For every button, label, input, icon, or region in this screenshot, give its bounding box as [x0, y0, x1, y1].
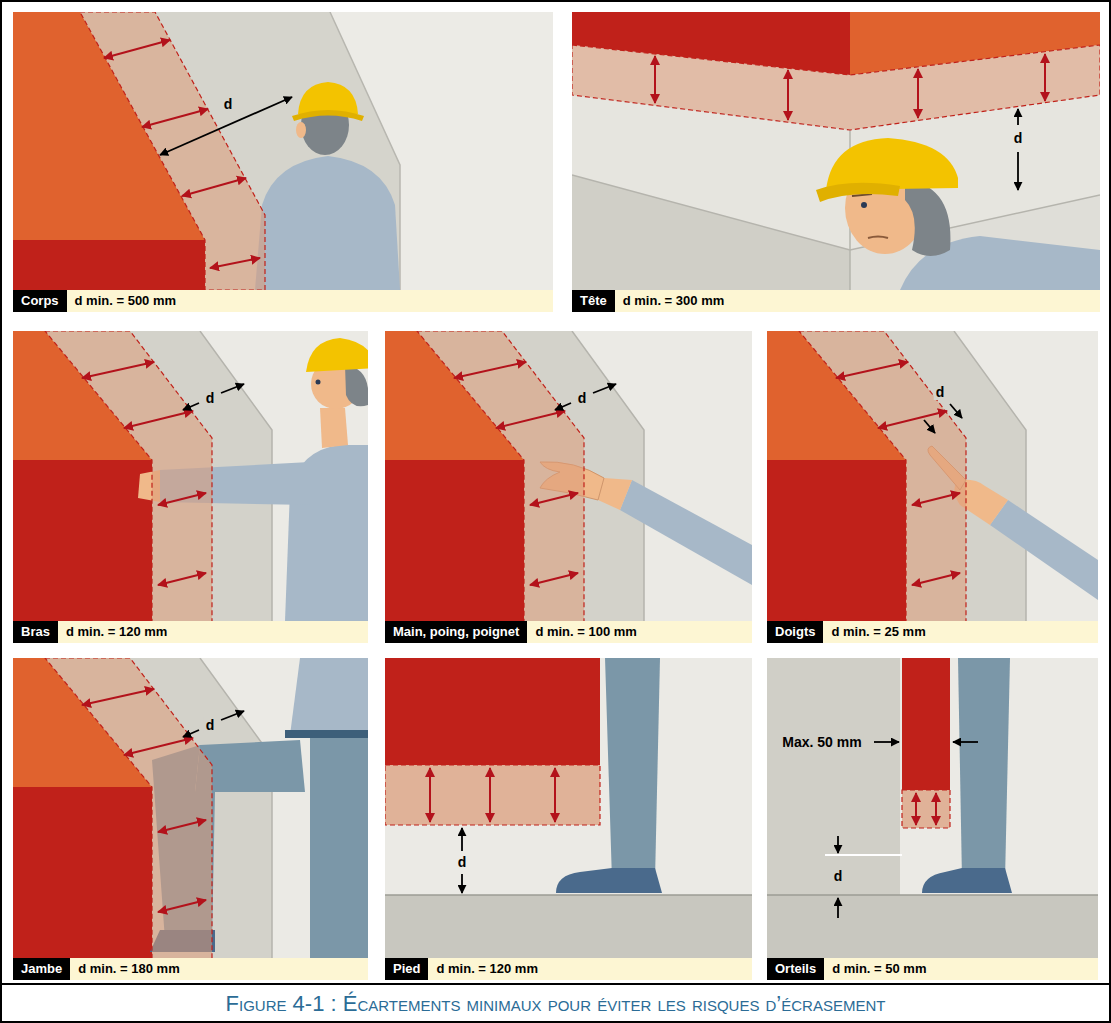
dimension-label: Max. 50 mm: [780, 734, 863, 750]
minimum-gap: d min. = 120 mm: [428, 958, 546, 980]
body-part-tag: Corps: [13, 290, 67, 312]
body-part-tag: Tête: [572, 290, 615, 312]
distance-symbol: d: [222, 96, 235, 112]
caption-band: Têted min. = 300 mm: [572, 290, 1100, 312]
distance-symbol: d: [576, 390, 589, 406]
minimum-gap: d min. = 180 mm: [70, 958, 188, 980]
body-part-tag: Jambe: [13, 958, 70, 980]
figure-caption: Figure 4-1 : Écartements minimaux pour é…: [0, 985, 1111, 1023]
body-part-tag: Main, poing, poignet: [385, 621, 527, 643]
distance-symbol: d: [832, 868, 845, 884]
caption-band: Brasd min. = 120 mm: [13, 621, 368, 643]
distance-symbol: d: [204, 390, 217, 406]
minimum-gap: d min. = 300 mm: [615, 290, 733, 312]
caption-band: Main, poing, poignetd min. = 100 mm: [385, 621, 752, 643]
minimum-gap: d min. = 50 mm: [824, 958, 934, 980]
distance-symbol: d: [204, 717, 217, 733]
body-part-tag: Bras: [13, 621, 58, 643]
caption-band: Corpsd min. = 500 mm: [13, 290, 553, 312]
minimum-gap: d min. = 25 mm: [823, 621, 933, 643]
caption-band: Doigtsd min. = 25 mm: [767, 621, 1098, 643]
minimum-gap: d min. = 100 mm: [527, 621, 645, 643]
caption-band: Piedd min. = 120 mm: [385, 958, 752, 980]
minimum-gap: d min. = 500 mm: [67, 290, 185, 312]
caption-band: Orteilsd min. = 50 mm: [767, 958, 1098, 980]
distance-symbol: d: [456, 854, 469, 870]
body-part-tag: Orteils: [767, 958, 824, 980]
body-part-tag: Pied: [385, 958, 428, 980]
minimum-gap: d min. = 120 mm: [58, 621, 176, 643]
body-part-tag: Doigts: [767, 621, 823, 643]
caption-band: Jambed min. = 180 mm: [13, 958, 368, 980]
distance-symbol: d: [1012, 130, 1025, 146]
distance-symbol: d: [934, 384, 947, 400]
